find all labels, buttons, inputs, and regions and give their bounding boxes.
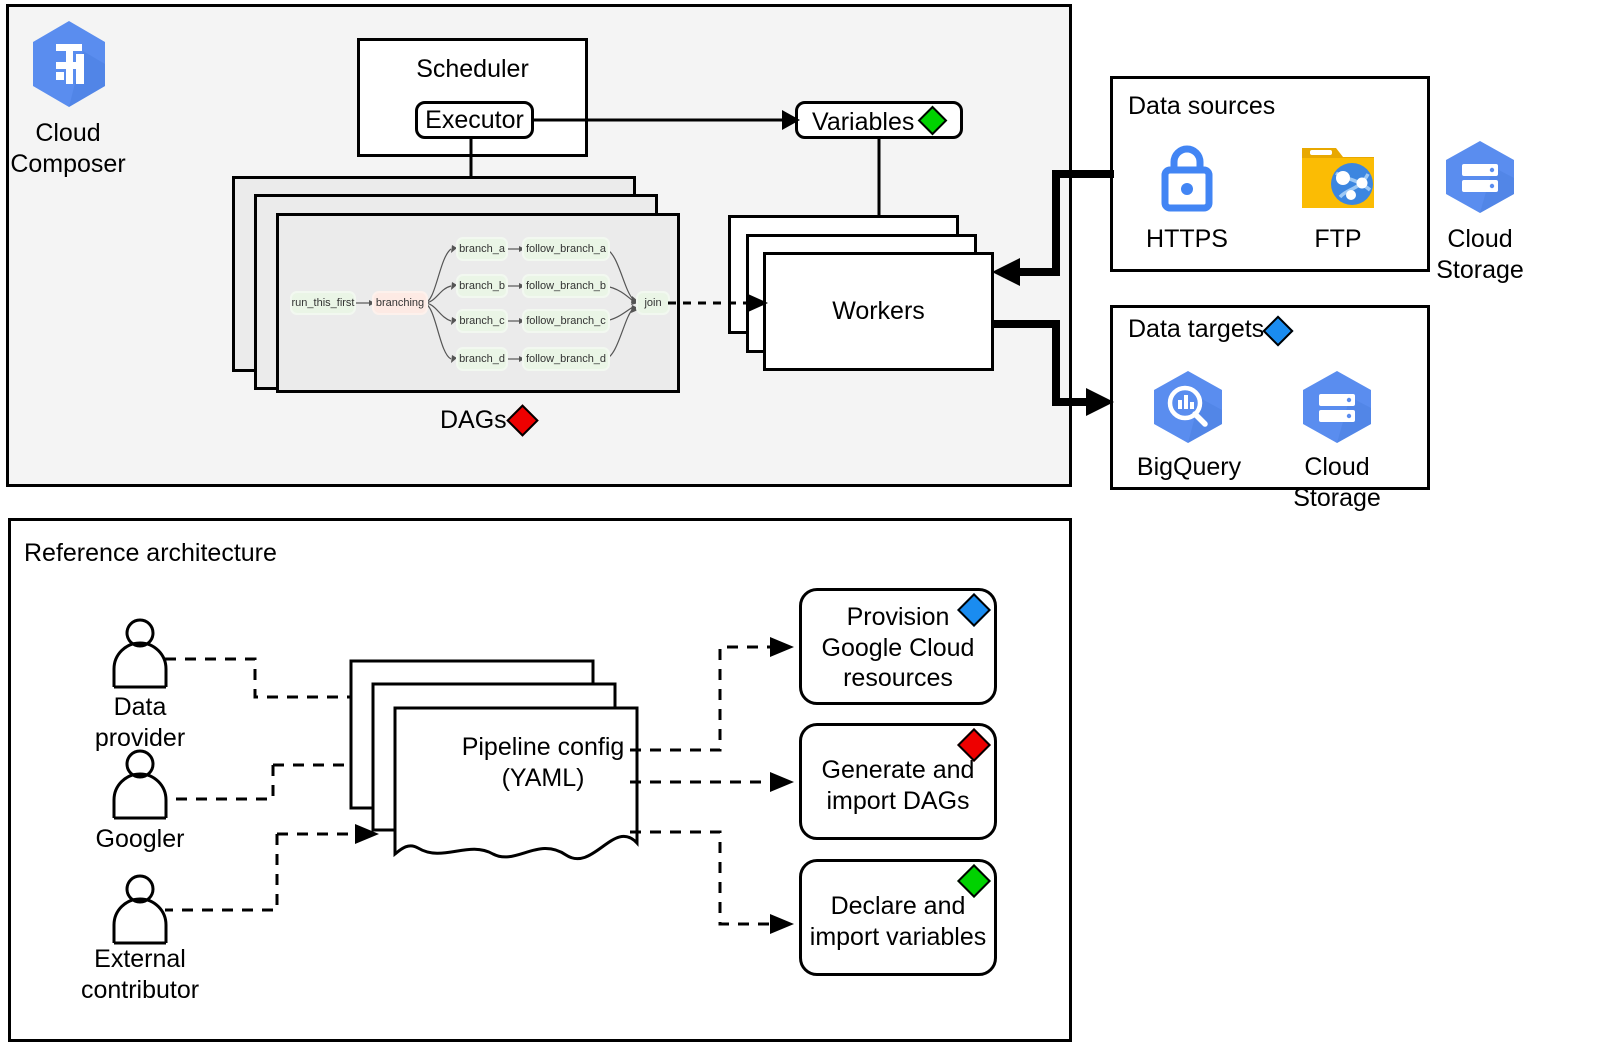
cloud-storage-icon-targets: [1297, 368, 1377, 446]
output-label-provision-resources: Provision Google Cloud resources: [805, 602, 991, 694]
output-label-declare-variables: Declare and import variables: [801, 891, 995, 952]
actor-label-googler: Googler: [95, 825, 185, 853]
actor-label-line2: contributor: [80, 975, 200, 1004]
output-line-1: Generate and: [821, 756, 975, 784]
data-target-label-bigquery: BigQuery: [1136, 453, 1242, 481]
dag-node-join: join: [636, 291, 670, 315]
data-source-label-ftp: FTP: [1314, 225, 1362, 253]
data-source-label-https: HTTPS: [1146, 225, 1228, 253]
person-icon-data-provider: [108, 617, 172, 689]
connector-external-contributor-to-config: [165, 824, 379, 912]
dag-node-follow-branch-a: follow_branch_a: [522, 237, 610, 261]
workers-box-front: Workers: [763, 252, 994, 371]
dag-node-branch-d: branch_d: [456, 347, 508, 371]
bigquery-icon: [1148, 368, 1228, 446]
pipeline-config-stack: [349, 659, 639, 861]
pipeline-config-line2: (YAML): [501, 763, 585, 792]
actor-label-external-contributor: External contributor: [62, 944, 218, 1005]
data-sources-title: Data sources: [1128, 92, 1276, 120]
dag-node-follow-branch-b: follow_branch_b: [522, 274, 610, 298]
dag-node-branching: branching: [372, 291, 428, 315]
connector-executor-to-variables: [534, 110, 800, 130]
dag-graph: run_this_first branching branch_a follow…: [276, 213, 680, 393]
output-line-1: Provision: [846, 603, 950, 631]
output-label-generate-dags: Generate and import DAGs: [805, 755, 991, 816]
connector-config-to-provision: [630, 637, 794, 752]
connector-config-to-generate-dags: [630, 772, 794, 792]
cloud-composer-logo: [28, 18, 110, 110]
scheduler-label: Scheduler: [416, 54, 529, 83]
actor-label-line1: External: [94, 945, 186, 973]
connector-config-to-declare-variables: [630, 830, 794, 934]
actor-label-line2: provider: [94, 723, 186, 752]
dags-label: DAGs: [440, 406, 507, 434]
data-targets-title: Data targets: [1128, 315, 1265, 343]
composer-label-line2: Composer: [10, 149, 126, 178]
output-line-2: import variables: [809, 922, 987, 951]
output-line-2: Google Cloud: [821, 633, 975, 662]
dag-node-follow-branch-c: follow_branch_c: [522, 309, 610, 333]
actor-label-data-provider: Data provider: [72, 692, 208, 753]
cloud-storage-icon-sources: [1440, 138, 1520, 216]
dag-node-branch-c: branch_c: [456, 309, 508, 333]
data-source-label-cloud-storage: Cloud Storage: [1436, 225, 1524, 284]
actor-label-line1: Data: [113, 693, 167, 721]
pipeline-config-line1: Pipeline config: [461, 733, 625, 761]
dag-node-branch-b: branch_b: [456, 274, 508, 298]
variables-label: Variables: [812, 108, 915, 136]
composer-label-line1: Cloud: [35, 119, 101, 147]
reference-architecture-title: Reference architecture: [24, 539, 277, 567]
connector-data-sources-to-workers: [992, 170, 1114, 286]
connector-join-to-workers: [668, 294, 768, 312]
cloud-composer-label: Cloud Composer: [8, 118, 128, 179]
executor-box: Executor: [415, 101, 534, 139]
output-line-1: Declare and: [830, 892, 966, 920]
data-target-label-cloud-storage: Cloud Storage: [1293, 453, 1381, 512]
pipeline-config-label: Pipeline config (YAML): [398, 732, 688, 793]
dag-node-follow-branch-d: follow_branch_d: [522, 347, 610, 371]
person-icon-googler: [108, 748, 172, 820]
dag-node-run-this-first: run_this_first: [290, 291, 356, 315]
ftp-folder-icon: [1296, 140, 1380, 214]
dag-node-branch-a: branch_a: [456, 237, 508, 261]
connector-workers-to-data-targets: [992, 320, 1114, 416]
output-line-2: import DAGs: [826, 786, 970, 815]
output-line-3: resources: [843, 664, 953, 692]
person-icon-external-contributor: [108, 873, 172, 945]
https-lock-icon: [1152, 141, 1222, 213]
